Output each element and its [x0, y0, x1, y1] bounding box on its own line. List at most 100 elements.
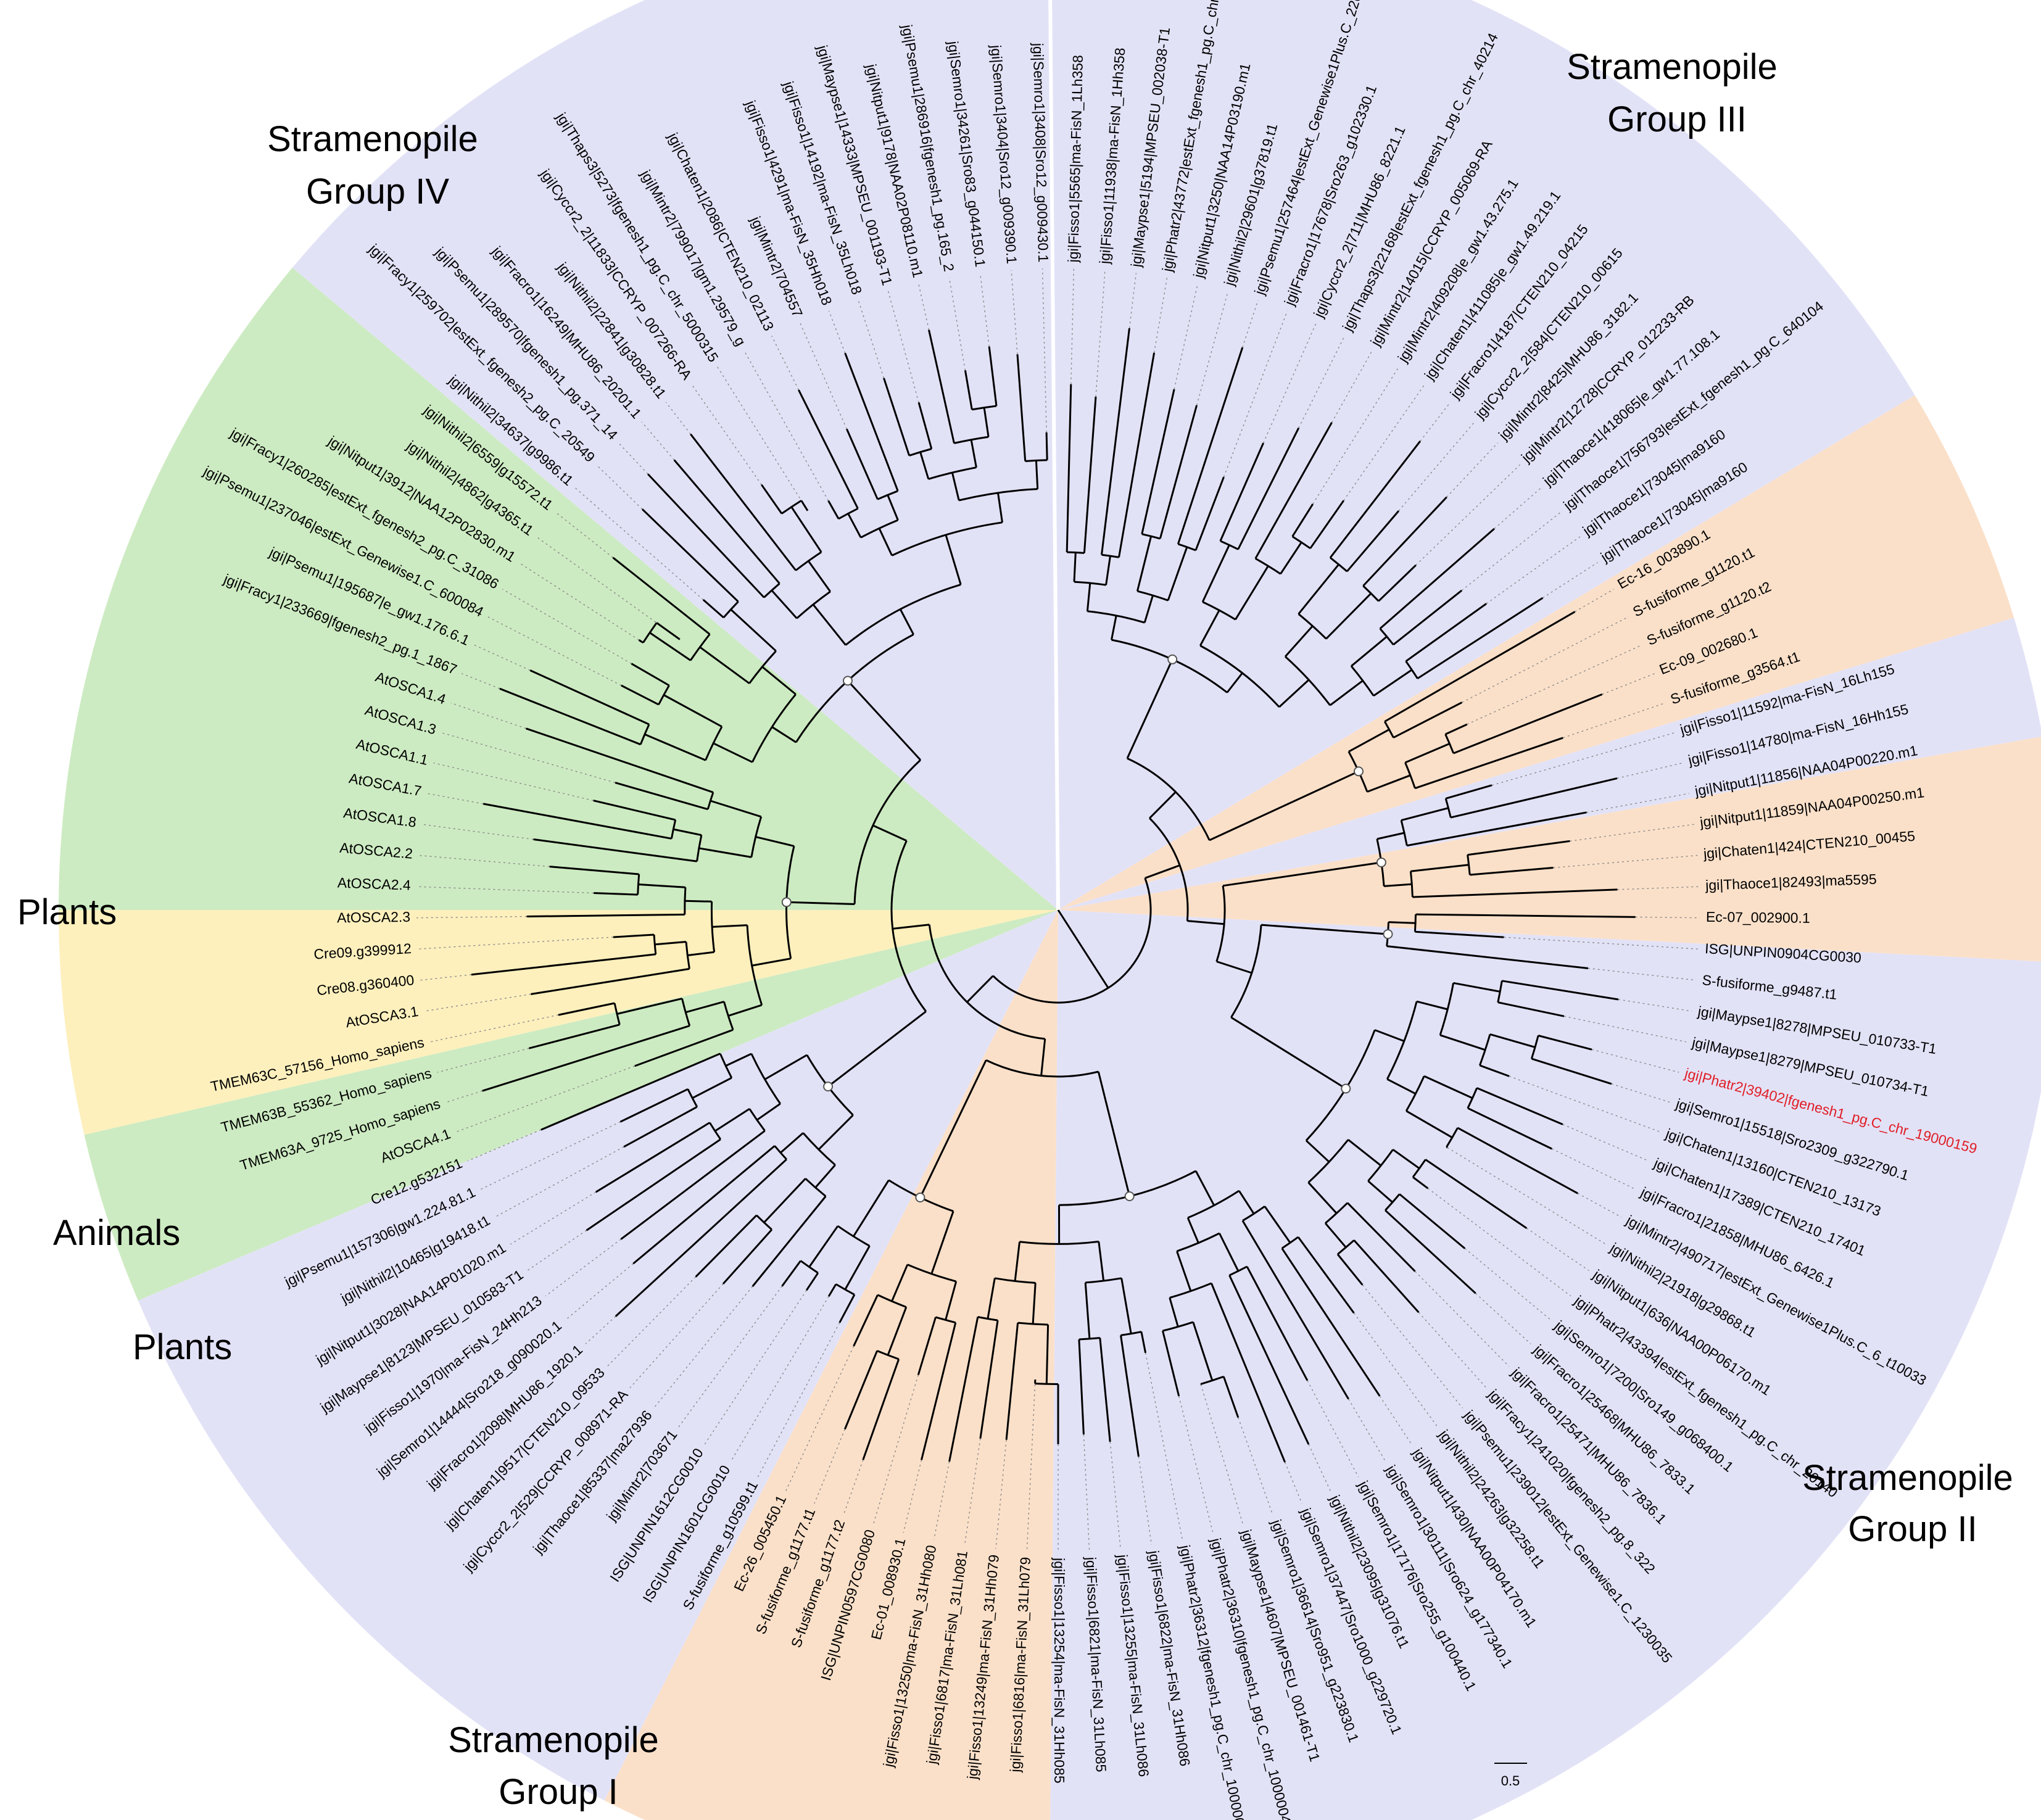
- branch-segment: [1169, 1297, 1179, 1327]
- leaf-guide: [858, 300, 885, 379]
- branch-segment: [1235, 565, 1269, 620]
- branch-segment: [1497, 1001, 1565, 1017]
- branch-arc: [1386, 1001, 1418, 1080]
- branch-segment: [988, 346, 998, 407]
- leaf-guide: [1420, 402, 1451, 442]
- branch-arc: [1017, 1322, 1048, 1326]
- branch-segment: [1136, 536, 1153, 592]
- branch-segment: [725, 1053, 752, 1067]
- branch-segment: [1417, 597, 1544, 680]
- leaf-guide: [703, 1289, 807, 1446]
- leaf-guide: [1427, 1188, 1571, 1297]
- branch-segment: [1120, 1335, 1140, 1457]
- branch-segment: [1479, 1064, 1510, 1077]
- branch-segment: [695, 1214, 758, 1278]
- leaf-guide: [1242, 300, 1259, 348]
- branch-segment: [1457, 1127, 1578, 1194]
- branch-arc: [853, 759, 921, 904]
- branch-segment: [699, 646, 750, 684]
- leaf-guide: [461, 673, 500, 689]
- branch-arc: [1230, 924, 1262, 1018]
- branch-segment: [1284, 625, 1314, 658]
- branch-segment: [780, 1132, 804, 1154]
- branch-arc: [1444, 734, 1455, 754]
- branch-segment: [1086, 582, 1091, 611]
- bootstrap-node-marker: [781, 897, 792, 908]
- branch-segment: [751, 958, 791, 967]
- branch-segment: [655, 941, 687, 946]
- branch-segment: [632, 1145, 776, 1265]
- branch-segment: [808, 1225, 839, 1268]
- leaf-guide: [1464, 1248, 1552, 1321]
- branch-segment: [1297, 1236, 1355, 1314]
- branch-segment: [1373, 669, 1413, 697]
- leaf-guide: [1542, 562, 1598, 598]
- leaf-guide: [1223, 310, 1288, 478]
- branch-segment: [1281, 1247, 1381, 1397]
- branch-segment: [644, 733, 706, 761]
- branch-segment: [673, 459, 780, 584]
- branch-segment: [673, 828, 702, 837]
- branch-segment: [1502, 980, 1619, 1001]
- branch-segment: [1177, 347, 1244, 545]
- branch-segment: [1097, 1071, 1131, 1197]
- branch-segment: [621, 684, 660, 706]
- branch-segment: [641, 508, 739, 603]
- branch-segment: [529, 669, 650, 726]
- branch-segment: [1149, 791, 1177, 819]
- branch-segment: [483, 803, 672, 840]
- scale-bar: 0.5: [1494, 1763, 1527, 1789]
- branch-segment: [1073, 552, 1077, 582]
- branch-segment: [594, 892, 638, 896]
- branch-segment: [1145, 864, 1180, 879]
- branch-segment: [692, 1077, 732, 1099]
- tree-branches: [471, 328, 1636, 1463]
- leaf-guide: [595, 464, 643, 510]
- bootstrap-node-marker: [1354, 766, 1364, 777]
- branch-arc: [637, 874, 640, 895]
- branch-segment: [979, 1320, 999, 1439]
- leaf-guide: [417, 937, 613, 949]
- clade-sector-2: [1058, 618, 2041, 910]
- leaf-guide: [1308, 1444, 1331, 1491]
- branch-segment: [1399, 1193, 1466, 1249]
- branch-segment: [1377, 832, 1405, 840]
- branch-segment: [945, 534, 962, 585]
- branch-arc: [1067, 551, 1085, 554]
- branch-segment: [482, 1025, 690, 1092]
- branch-arc: [890, 840, 927, 1012]
- branch-arc: [1025, 459, 1048, 462]
- branch-segment: [613, 933, 655, 938]
- branch-segment: [764, 1054, 808, 1080]
- branch-segment: [887, 494, 899, 521]
- branch-segment: [616, 998, 682, 1015]
- branch-segment: [1405, 603, 1487, 663]
- branch-segment: [853, 1294, 879, 1347]
- leaf-guide: [1570, 824, 1694, 842]
- branch-segment: [1014, 1241, 1020, 1281]
- branch-segment: [1280, 542, 1302, 575]
- leaf-guide: [445, 1090, 483, 1103]
- branch-segment: [586, 1138, 721, 1231]
- branch-arc: [751, 693, 797, 763]
- branch-segment: [1201, 544, 1230, 603]
- branch-segment: [1307, 1181, 1338, 1214]
- branch-segment: [1336, 1254, 1364, 1286]
- branch-segment: [1305, 1140, 1330, 1163]
- branch-segment: [798, 389, 859, 509]
- branch-segment: [1412, 1176, 1429, 1189]
- branch-arc: [985, 1059, 1099, 1078]
- branch-arc: [977, 1316, 998, 1322]
- branch-segment: [612, 556, 711, 635]
- branch-arc: [1202, 601, 1236, 621]
- branch-segment: [891, 1264, 909, 1302]
- branch-arc: [1087, 610, 1145, 624]
- branch-segment: [1325, 592, 1372, 640]
- branch-segment: [1120, 1278, 1132, 1334]
- branch-segment: [1111, 615, 1117, 640]
- branch-segment: [1386, 1078, 1417, 1095]
- branch-arc: [1199, 645, 1280, 708]
- branch-segment: [751, 1196, 827, 1287]
- branch-segment: [1425, 1159, 1528, 1230]
- branch-segment: [786, 901, 855, 905]
